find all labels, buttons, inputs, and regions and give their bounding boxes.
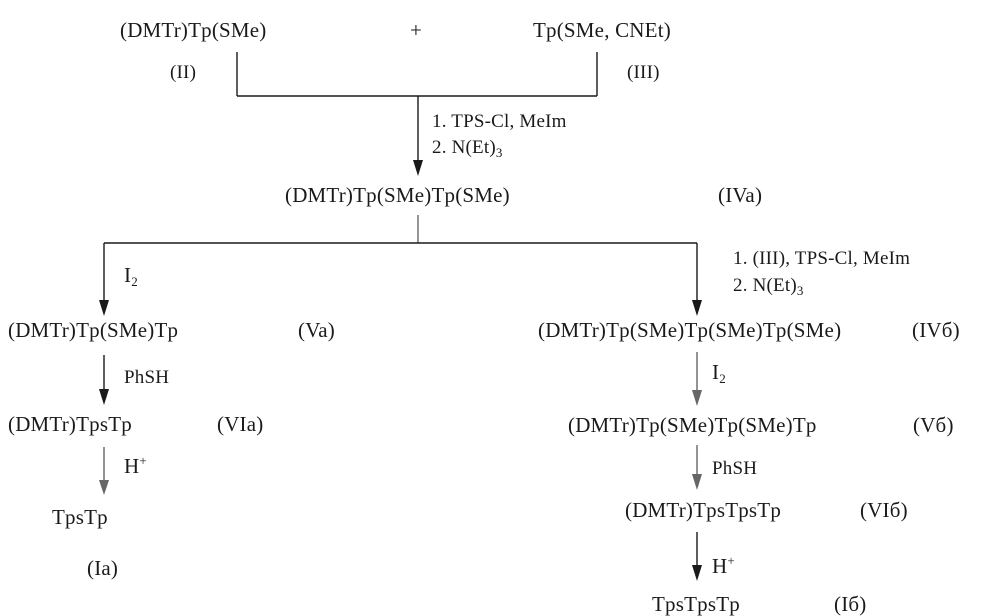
step-condition-2: 2. N(Et)3 [432,137,503,160]
reagent-iodine-left: I2 [124,263,138,289]
product-ib: TpsTpsTp [652,592,740,616]
label-iii: (III) [627,62,660,83]
arrowhead-vib [692,474,702,490]
label-vib: (VIб) [860,498,908,522]
compound-vib: (DMTr)TpsTpsTp [625,498,782,522]
compound-via: (DMTr)TpsTp [8,412,132,436]
arrowhead-via [99,389,109,405]
compound-iva: (DMTr)Tp(SMe)Tp(SMe) [285,183,510,207]
arrowhead-va [99,300,109,316]
reagent-phsh-left: PhSH [124,367,170,388]
reagent-acid-left: H+ [124,453,147,478]
arrowhead-dimer [413,160,423,176]
reagent-iodine-right: I2 [712,360,726,386]
arrowhead-ia [99,480,109,495]
step-condition-1: 1. TPS-Cl, MeIm [432,111,567,132]
reactant-iii: Tp(SMe, CNEt) [533,18,671,42]
compound-ivb: (DMTr)Tp(SMe)Tp(SMe)Tp(SMe) [538,318,842,342]
arrowhead-ib [692,565,702,581]
step-condition-right-1: 1. (III), TPS-Cl, MeIm [733,248,911,269]
label-ivb: (IVб) [912,318,960,342]
label-via: (VIa) [217,412,264,436]
reagent-acid-right: H+ [712,553,735,578]
label-vb: (Vб) [913,413,954,437]
arrowhead-ivb [692,300,702,316]
label-ii: (II) [170,62,197,83]
reagent-phsh-right: PhSH [712,458,758,479]
arrowhead-vb [692,390,702,406]
step-condition-right-2: 2. N(Et)3 [733,275,804,298]
reactant-ii: (DMTr)Tp(SMe) [120,18,267,42]
compound-vb: (DMTr)Tp(SMe)Tp(SMe)Tp [568,413,817,437]
label-ib: (Iб) [834,592,867,616]
product-ia: TpsTp [52,505,108,529]
label-ia: (Ia) [87,556,119,580]
compound-va: (DMTr)Tp(SMe)Tp [8,318,179,342]
plus-sign: + [410,18,423,42]
label-va: (Va) [298,318,335,342]
label-iva: (IVa) [718,183,763,207]
